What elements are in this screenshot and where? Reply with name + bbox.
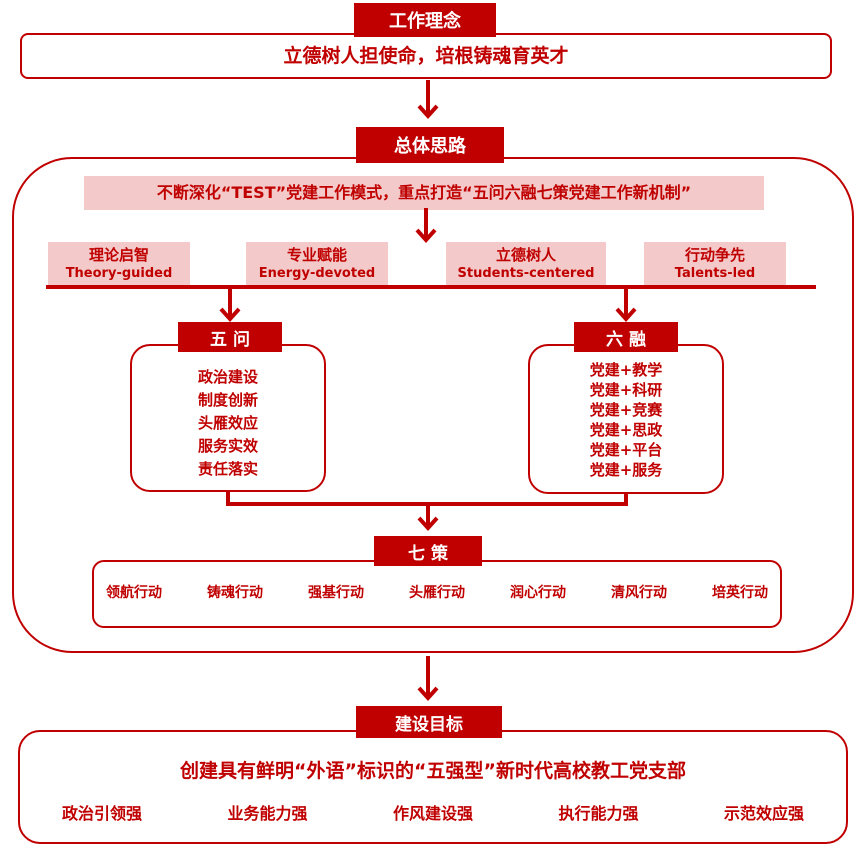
goal-item: 作风建设强: [392, 804, 473, 823]
merge-right-vertical: [624, 492, 628, 506]
merge-left-vertical: [226, 490, 230, 506]
strategy-item: 强基行动: [308, 585, 364, 601]
list-item: 服务实效: [197, 437, 258, 455]
strategy-item: 头雁行动: [409, 585, 465, 601]
strategy-item: 领航行动: [106, 585, 162, 601]
pillar-cn: 立德树人: [495, 246, 556, 264]
pillar-theory: 理论启智 Theory-guided: [48, 242, 190, 286]
pillar-energy: 专业赋能 Energy-devoted: [246, 242, 388, 286]
list-item: 党建+思政: [589, 421, 663, 439]
goal-item: 示范效应强: [723, 804, 804, 823]
arrow-down-icon: [415, 208, 437, 243]
pillar-cn: 行动争先: [684, 246, 745, 264]
list-item: 党建+教学: [589, 361, 663, 379]
pillar-cn: 理论启智: [88, 246, 149, 264]
overall-approach-label: 总体思路: [356, 127, 504, 163]
list-item: 头雁效应: [197, 414, 258, 432]
goal-label: 建设目标: [356, 706, 502, 738]
five-questions-label: 五 问: [178, 322, 282, 352]
pillar-talents: 行动争先 Talents-led: [644, 242, 786, 286]
six-integrations-label: 六 融: [574, 322, 678, 352]
goal-item: 执行能力强: [558, 804, 639, 823]
list-item: 党建+竞赛: [589, 401, 663, 419]
seven-strategies-list: 领航行动 铸魂行动 强基行动 头雁行动 润心行动 清风行动 培英行动: [106, 582, 768, 602]
list-item: 党建+平台: [589, 441, 663, 459]
six-integrations-list: 党建+教学 党建+科研 党建+竞赛 党建+思政 党建+平台 党建+服务: [528, 360, 724, 480]
arrow-down-icon: [219, 287, 241, 322]
work-concept-text: 立德树人担使命，培根铸魂育英才: [283, 45, 569, 67]
strategy-item: 清风行动: [611, 585, 667, 601]
list-item: 责任落实: [197, 460, 258, 478]
list-item: 制度创新: [197, 391, 258, 409]
arrow-down-icon: [417, 656, 439, 701]
work-concept-label: 工作理念: [354, 3, 496, 37]
seven-strategies-label: 七 策: [374, 536, 482, 566]
arrow-down-icon: [417, 80, 439, 119]
list-item: 政治建设: [197, 368, 258, 386]
arrow-down-icon: [417, 504, 439, 531]
pillar-cn: 专业赋能: [286, 246, 347, 264]
pillar-en: Students-centered: [457, 266, 595, 281]
list-item: 党建+科研: [589, 381, 663, 399]
goal-frame: [18, 730, 848, 844]
strategy-item: 铸魂行动: [207, 585, 263, 601]
pillar-students: 立德树人 Students-centered: [446, 242, 606, 286]
goal-item: 政治引领强: [62, 804, 143, 823]
goal-items: 政治引领强 业务能力强 作风建设强 执行能力强 示范效应强: [62, 800, 804, 824]
connector-bar: [46, 285, 816, 289]
strategy-item: 润心行动: [510, 585, 566, 601]
approach-headline: 不断深化“TEST”党建工作模式，重点打造“五问六融七策党建工作新机制”: [84, 176, 764, 210]
strategy-item: 培英行动: [712, 585, 768, 601]
pillar-en: Energy-devoted: [258, 266, 376, 281]
pillar-en: Talents-led: [674, 266, 756, 281]
pillar-en: Theory-guided: [65, 266, 173, 281]
goal-headline: 创建具有鲜明“外语”标识的“五强型”新时代高校教工党支部: [180, 760, 686, 782]
five-questions-list: 政治建设 制度创新 头雁效应 服务实效 责任落实: [130, 366, 326, 481]
goal-item: 业务能力强: [227, 804, 308, 823]
list-item: 党建+服务: [589, 461, 663, 479]
arrow-down-icon: [615, 287, 637, 322]
